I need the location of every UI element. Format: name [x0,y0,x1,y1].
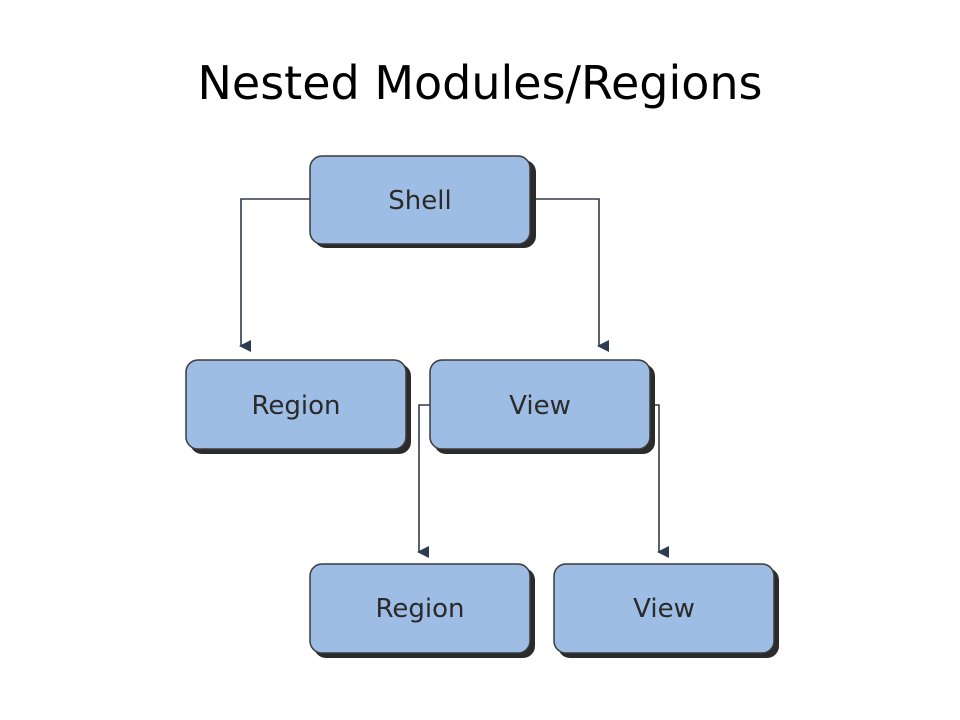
nested-region-label: Region [375,594,464,624]
view-label: View [509,391,571,421]
connector-shell-to-view [533,198,609,352]
nested-view-node: View [553,563,779,658]
slide-title: Nested Modules/Regions [197,56,763,110]
connector-view-to-region [417,404,430,558]
region-label: Region [251,391,340,421]
region-node: Region [185,359,411,454]
shell-label: Shell [388,186,451,216]
nested-view-label: View [633,594,695,624]
connector-shell-to-region [239,198,310,352]
nested-region-node: Region [309,563,535,658]
view-node: View [429,359,655,454]
shell-node: Shell [309,155,536,248]
